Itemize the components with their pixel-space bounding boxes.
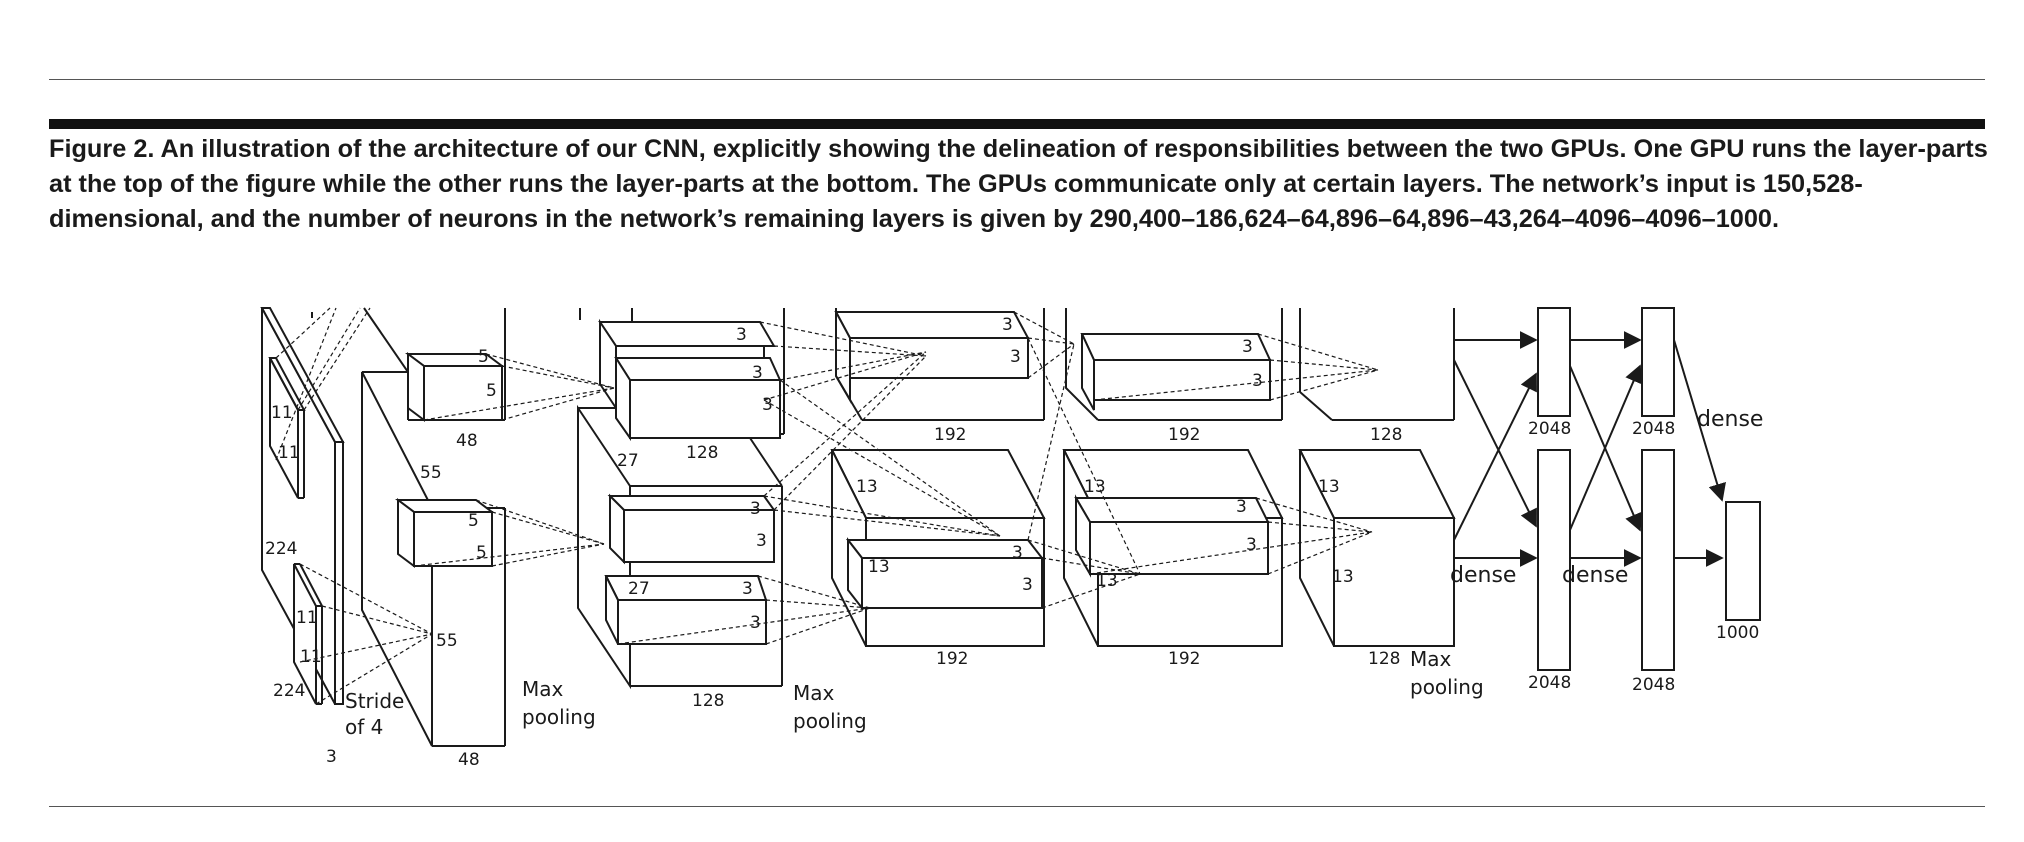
- fc6-top-units: 2048: [1528, 419, 1571, 439]
- conv3-bottom-depth: 192: [936, 649, 968, 669]
- conv5-pool-label: Max pooling: [1410, 647, 1484, 699]
- conv1-top-size: 55: [420, 463, 442, 483]
- conv4-kernel-bottom-a: 3: [1236, 497, 1247, 517]
- conv5-pool-line-1: Max: [1410, 647, 1452, 671]
- input-kernel-bottom: [293, 563, 323, 705]
- conv1-kernel-top-a: 5: [478, 347, 489, 367]
- input-kernel-bottom-w: 11: [300, 647, 322, 667]
- conv2-kernel-top-c: 3: [762, 395, 773, 415]
- conv3-kernel-bottom-a: 3: [1012, 543, 1023, 563]
- fc7-top-units: 2048: [1632, 419, 1675, 439]
- conv1-kernel-bottom: [395, 498, 495, 568]
- input-kernel-top-h: 11: [271, 403, 293, 423]
- conv2-kernel-bottom: [604, 493, 776, 645]
- conv3-kernel-bottom-b: 3: [1022, 575, 1033, 595]
- conv2-top-depth: 128: [686, 443, 718, 463]
- caption-bar: [49, 119, 1985, 129]
- receptive-field-lines: [275, 307, 1379, 705]
- output-bar: [1725, 501, 1761, 621]
- conv4-bottom-depth: 192: [1168, 649, 1200, 669]
- conv2-kernel-bottom-b: 3: [756, 531, 767, 551]
- stride-line-1: Stride: [345, 689, 404, 713]
- conv5-bottom-slab: [1298, 449, 1456, 647]
- conv5-bottom-depth: 128: [1368, 649, 1400, 669]
- conv2-kernel-bottom-c: 3: [742, 579, 753, 599]
- conv2-kernel-bottom-d: 3: [750, 613, 761, 633]
- conv5-bottom-size-b: 13: [1332, 567, 1354, 587]
- conv1-pool-label: Max pooling: [522, 677, 596, 729]
- conv4-top-slab: [1065, 308, 1283, 421]
- conv1-pool-line-1: Max: [522, 677, 564, 701]
- conv3-kernel-top-a: 3: [1002, 315, 1013, 335]
- conv1-kernel-bottom-b: 5: [476, 543, 487, 563]
- conv4-kernel-top-b: 3: [1252, 371, 1263, 391]
- conv1-bottom-size: 55: [436, 631, 458, 651]
- conv3-bottom-size: 13: [856, 477, 878, 497]
- input-depth-label: 3: [326, 747, 337, 767]
- conv5-top-depth: 128: [1370, 425, 1402, 445]
- dense-arrows: [1453, 331, 1726, 567]
- conv4-kernel-bottom-size: 13: [1096, 571, 1118, 591]
- input-height-label: 224: [265, 539, 297, 559]
- conv1-kernel-bottom-a: 5: [468, 511, 479, 531]
- conv3-kernel-top-b: 3: [1010, 347, 1021, 367]
- output-units: 1000: [1716, 623, 1759, 643]
- conv3-kernel-bottom-size: 13: [868, 557, 890, 577]
- conv2-top-size: 27: [617, 451, 639, 471]
- conv1-top-depth: 48: [456, 431, 478, 451]
- conv1-bottom-slab: [361, 371, 506, 747]
- conv5-top-slab: [1299, 308, 1455, 421]
- conv4-kernel-top-a: 3: [1242, 337, 1253, 357]
- fc7-bottom-units: 2048: [1632, 675, 1675, 695]
- conv2-pool-line-2: pooling: [793, 709, 867, 733]
- fc6-bottom-bar: [1537, 449, 1571, 671]
- conv3-bottom-slab: [830, 449, 1046, 647]
- fc6-bottom-units: 2048: [1528, 673, 1571, 693]
- conv2-bottom-size: 27: [628, 579, 650, 599]
- conv2-kernel-bottom-a: 3: [750, 499, 761, 519]
- conv5-bottom-size-a: 13: [1318, 477, 1340, 497]
- fc7-dense-label: dense: [1562, 563, 1628, 588]
- fc7-top-bar: [1641, 307, 1675, 417]
- conv1-kernel-top: [405, 352, 505, 422]
- conv2-kernel-top: [598, 318, 782, 442]
- conv4-top-depth: 192: [1168, 425, 1200, 445]
- top-rule: [49, 79, 1985, 80]
- input-width-label: 224: [273, 681, 305, 701]
- conv5-pool-line-2: pooling: [1410, 675, 1484, 699]
- conv4-bottom-size: 13: [1084, 477, 1106, 497]
- output-dense-label: dense: [1697, 407, 1763, 432]
- figure-caption: Figure 2. An illustration of the archite…: [49, 135, 1988, 233]
- input-kernel-bottom-h: 11: [296, 608, 318, 628]
- conv2-kernel-top-a: 3: [736, 325, 747, 345]
- fc6-top-bar: [1537, 307, 1571, 417]
- input-kernel-top-w: 11: [278, 443, 300, 463]
- conv2-bottom-depth: 128: [692, 691, 724, 711]
- conv1-kernel-top-b: 5: [486, 381, 497, 401]
- input-kernel-top: [268, 357, 306, 499]
- conv4-kernel-bottom-b: 3: [1246, 535, 1257, 555]
- conv1-pool-line-2: pooling: [522, 705, 596, 729]
- conv2-pool-line-1: Max: [793, 681, 835, 705]
- conv2-kernel-top-b: 3: [752, 363, 763, 383]
- fc7-bottom-bar: [1641, 449, 1675, 671]
- bottom-rule: [49, 806, 1985, 807]
- fc6-dense-label: dense: [1450, 563, 1516, 588]
- conv1-bottom-depth: 48: [458, 750, 480, 770]
- conv2-pool-label: Max pooling: [793, 681, 867, 733]
- conv3-top-slab: [834, 308, 1045, 421]
- stride-line-2: of 4: [345, 715, 383, 739]
- conv3-top-depth: 192: [934, 425, 966, 445]
